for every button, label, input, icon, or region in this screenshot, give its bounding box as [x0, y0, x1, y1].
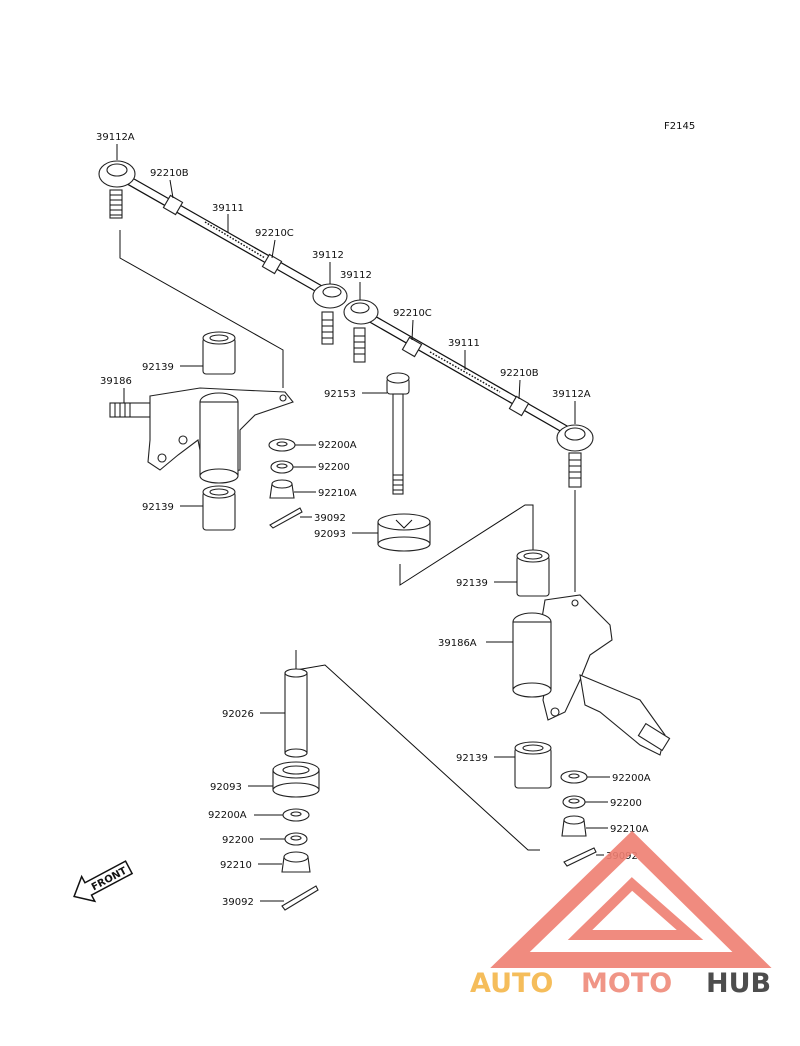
callout-39092-3: 39092: [222, 897, 254, 908]
callout-92210B-2: 92210B: [500, 368, 539, 379]
callout-39112-a: 39112: [312, 250, 344, 261]
drawing-code: F2145: [664, 121, 695, 132]
callouts: 39112A 92210B 39111 92210C 39112 39112 9…: [96, 132, 651, 908]
callout-92200A-3: 92200A: [208, 810, 247, 821]
callout-92139-1: 92139: [142, 362, 174, 373]
callout-92200-1: 92200: [318, 462, 350, 473]
hardware-right: [560, 770, 597, 867]
callout-92210: 92210: [220, 860, 252, 871]
callout-39186: 39186: [100, 376, 132, 387]
callout-39111-2: 39111: [448, 338, 480, 349]
callout-92139-2: 92139: [142, 502, 174, 513]
callout-92026: 92026: [222, 709, 254, 720]
callout-92200A-1: 92200A: [318, 440, 357, 451]
callout-92210C-2: 92210C: [393, 308, 432, 319]
watermark-moto: MOTO: [581, 968, 672, 999]
callout-92200-3: 92200: [222, 835, 254, 846]
callout-92210A-2: 92210A: [610, 824, 649, 835]
callout-92139-4: 92139: [456, 753, 488, 764]
watermark-logo: AUTO MOTO HUB: [470, 830, 772, 999]
callout-39111: 39111: [212, 203, 244, 214]
callout-92200-2: 92200: [610, 798, 642, 809]
callout-92210C: 92210C: [255, 228, 294, 239]
knuckle-left: [109, 331, 294, 531]
callout-92139-3: 92139: [456, 578, 488, 589]
callout-92210B: 92210B: [150, 168, 189, 179]
watermark-hub: HUB: [706, 968, 771, 999]
bolt-92153: [386, 372, 410, 495]
knuckle-right: [512, 549, 671, 789]
tie-rod-left: [98, 160, 348, 345]
hardware-left: [268, 438, 303, 529]
lower-stack: [272, 668, 320, 911]
callout-39112-b: 39112: [340, 270, 372, 281]
callout-92153: 92153: [324, 389, 356, 400]
callout-92200A-2: 92200A: [612, 773, 651, 784]
callout-92093-2: 92093: [210, 782, 242, 793]
callout-39112A: 39112A: [96, 132, 135, 143]
tie-rod-right: [343, 299, 594, 488]
cap-92093-upper: [377, 513, 431, 552]
callout-39112A-2: 39112A: [552, 389, 591, 400]
callout-92093-1: 92093: [314, 529, 346, 540]
callout-92210A-1: 92210A: [318, 488, 357, 499]
front-arrow: FRONT: [73, 860, 134, 903]
watermark-auto: AUTO: [470, 968, 553, 999]
callout-39186A: 39186A: [438, 638, 477, 649]
callout-39092-1: 39092: [314, 513, 346, 524]
